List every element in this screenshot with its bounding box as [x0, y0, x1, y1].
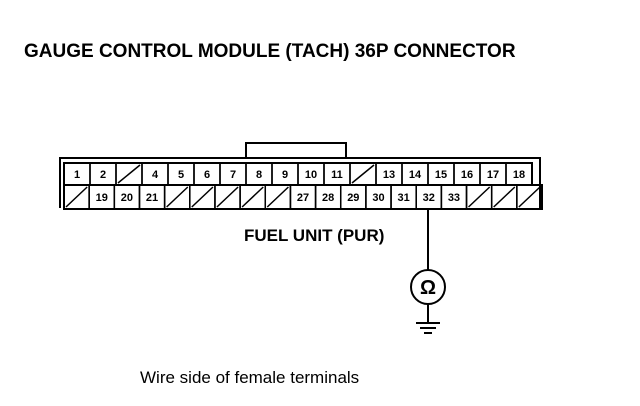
- empty-cavity: [189, 184, 216, 210]
- connector-36p: 1 2 4 5 6 7 8 9 10 11 13 14 15 16 17 18 19 20 21 27 28 29 30 3…: [59, 142, 543, 210]
- terminal-label: 29: [347, 192, 359, 204]
- empty-cavity: [465, 184, 493, 210]
- terminal-5: 5: [167, 162, 195, 186]
- terminal-10: 10: [297, 162, 325, 186]
- terminal-9: 9: [271, 162, 299, 186]
- terminal-label: 27: [297, 192, 309, 204]
- terminal-label: 14: [409, 169, 422, 181]
- terminal-label: 11: [331, 169, 343, 181]
- terminal-17: 17: [479, 162, 507, 186]
- terminal-label: 32: [423, 192, 435, 204]
- empty-cavity: [115, 162, 143, 186]
- terminal-label: 2: [100, 169, 106, 181]
- terminal-label: 21: [146, 192, 158, 204]
- terminal-label: 31: [398, 192, 410, 204]
- terminal-1: 1: [63, 162, 91, 186]
- terminal-8: 8: [245, 162, 273, 186]
- terminal-6: 6: [193, 162, 221, 186]
- terminal-label: 18: [513, 169, 525, 181]
- terminal-label: 30: [372, 192, 384, 204]
- terminal-7: 7: [219, 162, 247, 186]
- terminal-11: 11: [323, 162, 351, 186]
- terminal-27: 27: [289, 184, 317, 210]
- terminal-18: 18: [505, 162, 533, 186]
- terminal-20: 20: [113, 184, 141, 210]
- terminal-label: 28: [322, 192, 334, 204]
- terminal-label: 9: [282, 169, 288, 181]
- terminal-label: 33: [448, 192, 460, 204]
- terminal-21: 21: [138, 184, 166, 210]
- ground-icon: [416, 322, 440, 334]
- diagram-title: GAUGE CONTROL MODULE (TACH) 36P CONNECTO…: [24, 41, 516, 62]
- terminal-15: 15: [427, 162, 455, 186]
- empty-cavity: [239, 184, 267, 210]
- terminal-label: 20: [121, 192, 133, 204]
- empty-cavity: [163, 184, 191, 210]
- terminal-13: 13: [375, 162, 403, 186]
- fuel-unit-circuit: FUEL UNIT (PUR) Ω: [244, 209, 446, 334]
- terminal-label: 10: [305, 169, 317, 181]
- terminal-31: 31: [390, 184, 417, 210]
- terminal-14: 14: [401, 162, 429, 186]
- terminal-19: 19: [88, 184, 116, 210]
- terminal-16: 16: [453, 162, 481, 186]
- terminal-30: 30: [365, 184, 392, 210]
- ohm-symbol: Ω: [420, 277, 436, 299]
- empty-cavity: [214, 184, 241, 210]
- terminal-2: 2: [89, 162, 117, 186]
- terminal-label: 17: [487, 169, 499, 181]
- empty-cavity: [264, 184, 292, 210]
- terminal-label: 13: [383, 169, 395, 181]
- wire-label: FUEL UNIT (PUR): [244, 226, 384, 245]
- terminal-label: 19: [96, 192, 108, 204]
- empty-cavity: [63, 184, 90, 210]
- terminal-28: 28: [314, 184, 342, 210]
- terminal-label: 7: [230, 169, 236, 181]
- terminal-4: 4: [141, 162, 169, 186]
- terminal-32: 32: [415, 184, 443, 210]
- terminal-label: 5: [178, 169, 184, 181]
- terminal-29: 29: [339, 184, 367, 210]
- terminal-33: 33: [440, 184, 468, 210]
- terminal-label: 16: [461, 169, 473, 181]
- empty-cavity: [516, 184, 543, 210]
- terminal-label: 15: [435, 169, 447, 181]
- terminal-label: 6: [204, 169, 210, 181]
- terminal-label: 8: [256, 169, 262, 181]
- diagram-caption: Wire side of female terminals: [140, 368, 359, 387]
- terminal-label: 1: [74, 169, 80, 181]
- connector-lock-tab: [245, 142, 347, 159]
- terminal-label: 4: [152, 169, 159, 181]
- empty-cavity: [490, 184, 518, 210]
- empty-cavity: [349, 162, 377, 186]
